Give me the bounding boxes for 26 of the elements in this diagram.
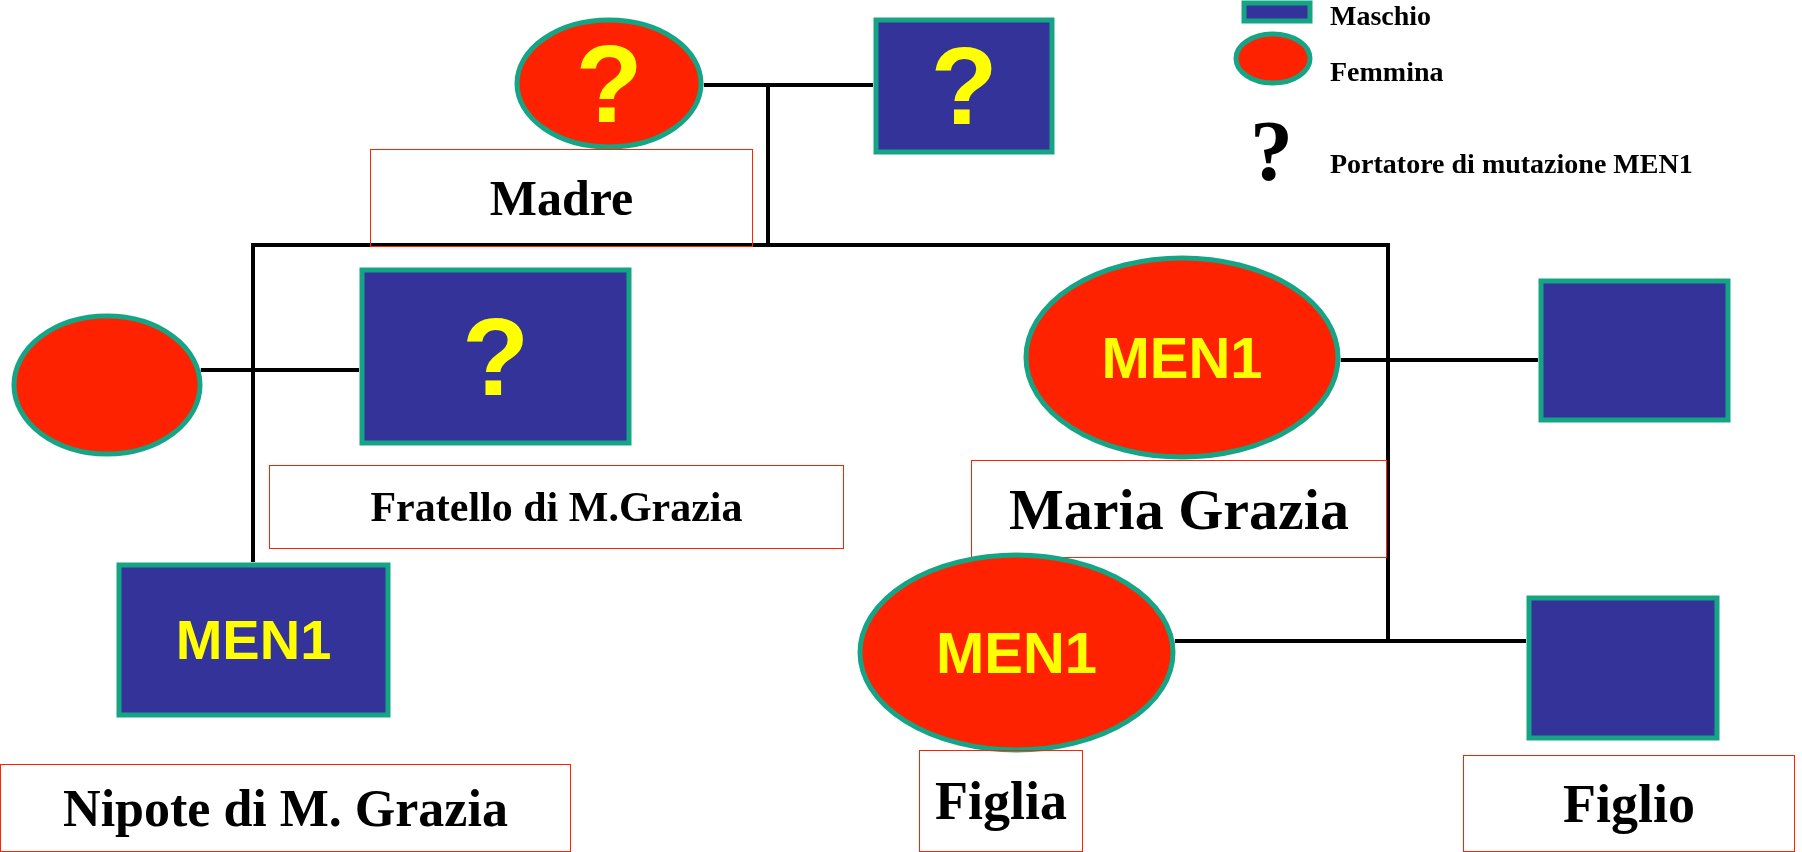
name-label: Madre [370, 149, 753, 247]
female-ellipse [514, 17, 704, 150]
legend-symbol: ? [1250, 108, 1293, 194]
node-label: ? [930, 31, 998, 141]
node-label: ? [575, 28, 643, 139]
node-label: MEN1 [935, 623, 1098, 682]
male-square [116, 562, 391, 718]
legend-label: Portatore di mutazione MEN1 [1330, 150, 1693, 178]
pedigree-line [1386, 358, 1538, 643]
node-label: MEN1 [1101, 328, 1263, 387]
male-square [873, 17, 1055, 155]
legend-label: Femmina [1330, 58, 1444, 86]
male-square [1526, 595, 1720, 741]
name-label: Figlia [919, 750, 1083, 852]
legend-label: Maschio [1330, 2, 1432, 30]
node-label: ? [461, 301, 530, 412]
name-label: Nipote di M. Grazia [0, 764, 571, 852]
female-ellipse [11, 313, 203, 457]
name-label: Figlio [1463, 755, 1795, 852]
male-square [1538, 278, 1731, 423]
name-label: Maria Grazia [971, 460, 1387, 558]
male-square [359, 267, 632, 446]
female-ellipse [857, 552, 1176, 753]
female-ellipse [1023, 255, 1341, 460]
node-label: MEN1 [175, 612, 332, 668]
name-label: Fratello di M.Grazia [269, 465, 844, 549]
